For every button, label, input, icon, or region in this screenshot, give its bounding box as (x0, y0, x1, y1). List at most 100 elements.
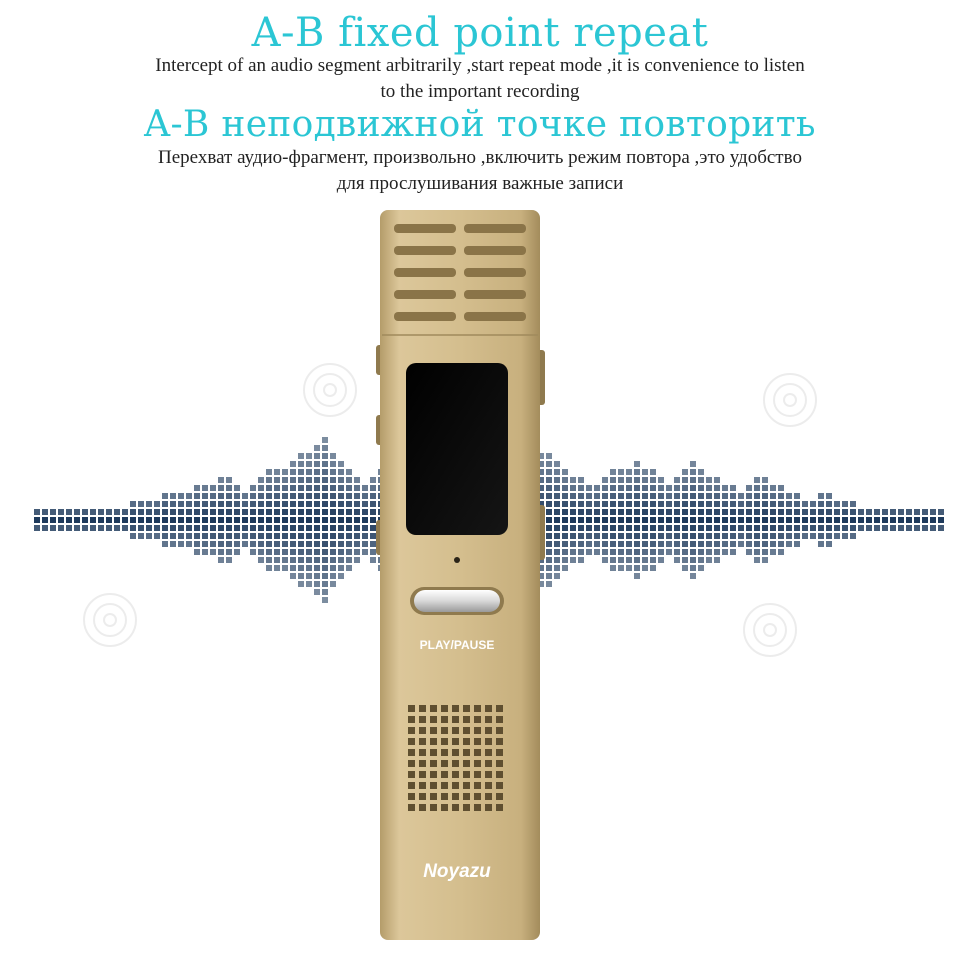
speaker-hole (452, 804, 459, 811)
equalizer-block (658, 477, 664, 483)
equalizer-block (354, 485, 360, 491)
equalizer-block (258, 493, 264, 499)
equalizer-block (50, 509, 56, 515)
equalizer-block (322, 501, 328, 507)
speaker-hole (452, 738, 459, 745)
speaker-hole (496, 738, 503, 745)
equalizer-block (898, 517, 904, 523)
equalizer-block (682, 485, 688, 491)
equalizer-block (674, 501, 680, 507)
equalizer-block (306, 541, 312, 547)
speaker-hole (430, 738, 437, 745)
equalizer-block (234, 517, 240, 523)
equalizer-block (226, 525, 232, 531)
equalizer-block (218, 517, 224, 523)
equalizer-block (898, 509, 904, 515)
play-pause-button[interactable] (414, 590, 500, 612)
equalizer-block (634, 533, 640, 539)
equalizer-block (130, 533, 136, 539)
equalizer-block (330, 525, 336, 531)
equalizer-block (322, 557, 328, 563)
equalizer-block (546, 477, 552, 483)
equalizer-block (346, 517, 352, 523)
equalizer-block (754, 541, 760, 547)
equalizer-block (906, 525, 912, 531)
equalizer-block (706, 485, 712, 491)
equalizer-block (338, 509, 344, 515)
equalizer-block (578, 525, 584, 531)
equalizer-block (650, 517, 656, 523)
microphone-grille (394, 224, 526, 321)
equalizer-block (602, 541, 608, 547)
equalizer-block (138, 525, 144, 531)
equalizer-block (586, 549, 592, 555)
equalizer-block (714, 541, 720, 547)
speaker-hole (474, 727, 481, 734)
equalizer-block (162, 493, 168, 499)
equalizer-block (234, 485, 240, 491)
equalizer-block (642, 557, 648, 563)
equalizer-block (730, 509, 736, 515)
speaker-hole (408, 793, 415, 800)
equalizer-block (538, 461, 544, 467)
equalizer-block (698, 525, 704, 531)
equalizer-block (602, 525, 608, 531)
equalizer-block (146, 525, 152, 531)
equalizer-block (746, 509, 752, 515)
equalizer-block (554, 533, 560, 539)
equalizer-block (706, 509, 712, 515)
equalizer-block (234, 525, 240, 531)
equalizer-block (162, 501, 168, 507)
equalizer-block (322, 525, 328, 531)
equalizer-block (794, 533, 800, 539)
equalizer-block (618, 557, 624, 563)
equalizer-block (690, 557, 696, 563)
equalizer-block (330, 501, 336, 507)
equalizer-block (738, 501, 744, 507)
equalizer-block (274, 541, 280, 547)
speaker-hole (485, 727, 492, 734)
equalizer-block (306, 533, 312, 539)
equalizer-block (538, 453, 544, 459)
equalizer-block (698, 549, 704, 555)
equalizer-block (586, 485, 592, 491)
equalizer-block (594, 493, 600, 499)
equalizer-block (762, 541, 768, 547)
speaker-hole (441, 738, 448, 745)
equalizer-block (282, 485, 288, 491)
equalizer-block (554, 565, 560, 571)
equalizer-block (170, 501, 176, 507)
equalizer-block (218, 493, 224, 499)
speaker-hole (496, 760, 503, 767)
equalizer-block (802, 517, 808, 523)
equalizer-block (826, 533, 832, 539)
equalizer-block (298, 493, 304, 499)
equalizer-block (290, 573, 296, 579)
equalizer-block (210, 517, 216, 523)
indicator-light (454, 557, 460, 563)
speaker-hole (408, 804, 415, 811)
equalizer-block (778, 525, 784, 531)
equalizer-block (578, 533, 584, 539)
equalizer-block (314, 501, 320, 507)
speaker-hole (430, 727, 437, 734)
speaker-hole (496, 749, 503, 756)
equalizer-block (306, 477, 312, 483)
equalizer-block (642, 469, 648, 475)
equalizer-block (634, 541, 640, 547)
equalizer-block (370, 549, 376, 555)
equalizer-block (314, 453, 320, 459)
equalizer-block (578, 517, 584, 523)
equalizer-block (178, 533, 184, 539)
equalizer-block (226, 485, 232, 491)
equalizer-block (650, 557, 656, 563)
speaker-hole (452, 716, 459, 723)
equalizer-block (546, 549, 552, 555)
equalizer-block (818, 501, 824, 507)
equalizer-block (682, 493, 688, 499)
equalizer-block (250, 533, 256, 539)
equalizer-block (290, 493, 296, 499)
equalizer-block (610, 541, 616, 547)
equalizer-block (538, 565, 544, 571)
equalizer-block (570, 525, 576, 531)
